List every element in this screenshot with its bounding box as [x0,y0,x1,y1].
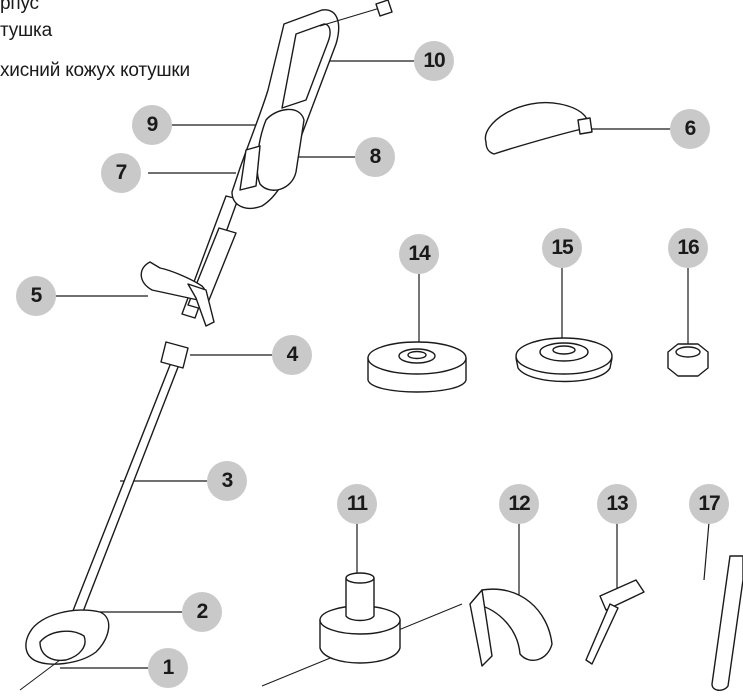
strap-loop [484,101,589,155]
flange-15-bore [552,345,576,355]
callout-16: 16 [668,228,708,268]
rod-body [711,555,743,691]
shaft-coupling [160,341,189,369]
leader-line-17 [703,521,710,581]
callout-9: 9 [132,105,172,145]
part-15-flange [515,337,613,383]
nut-bore [675,346,701,358]
callout-5: 5 [16,276,56,316]
cutting-line [19,659,61,691]
legend-item-spool: тушка [0,20,52,41]
flange-14-bore [407,350,427,360]
power-cord [319,7,381,27]
callout-17: 17 [689,484,729,524]
part-13-wrench [585,579,645,665]
wrench-head [599,579,645,611]
cord-plug [375,0,393,17]
leader-lines [55,60,710,669]
guard-mount [469,589,493,667]
callout-15: 15 [542,228,582,268]
lower-shaft [62,359,181,641]
trimmer-body [19,0,393,691]
legend-item-housing: рпус [0,0,39,14]
callout-8: 8 [355,137,395,177]
part-12-guard [469,588,553,667]
strap-clip [577,117,593,135]
callout-1: 1 [148,648,188,688]
callout-14: 14 [399,234,439,274]
callout-4: 4 [272,335,312,375]
wrench-handle [585,603,619,665]
spool-knob [345,577,375,622]
legend-item-spool-guard: хисний кожух котушки [0,60,190,81]
guard-shell [475,588,553,662]
part-6-strap [484,101,593,155]
spool-knob-top [345,572,375,584]
part-14-flange [367,341,467,393]
callout-3: 3 [207,461,247,501]
trigger [239,145,261,191]
front-handle-clamp [187,283,215,327]
callout-12: 12 [499,484,539,524]
callout-6: 6 [670,109,710,149]
callout-10: 10 [414,41,454,81]
callout-2: 2 [182,592,222,632]
cutting-head-spool [39,630,86,662]
part-16-nut [667,343,709,377]
callout-11: 11 [337,484,377,524]
part-11-spool [261,572,463,687]
part-17-rod [711,555,743,691]
callout-13: 13 [597,484,637,524]
callout-7: 7 [101,153,141,193]
